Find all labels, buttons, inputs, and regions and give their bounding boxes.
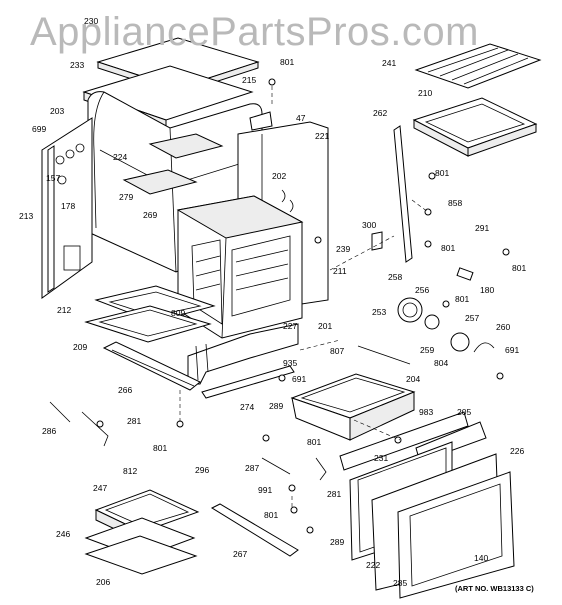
callout-226: 226 (510, 446, 525, 456)
callout-180: 180 (480, 285, 495, 295)
callout-266: 266 (118, 385, 133, 395)
callout-300: 300 (362, 220, 377, 230)
bottom-frames (84, 285, 216, 343)
callout-287: 287 (245, 463, 260, 473)
callout-231: 231 (374, 453, 389, 463)
storage-drawer (290, 373, 416, 441)
callout-203: 203 (50, 106, 65, 116)
callout-699: 699 (32, 124, 47, 134)
callout-804: 804 (434, 358, 449, 368)
callout-205: 205 (457, 407, 472, 417)
callout-289-upper: 289 (269, 401, 284, 411)
callout-215: 215 (242, 75, 257, 85)
callout-212: 212 (57, 305, 72, 315)
callout-230: 230 (84, 16, 99, 26)
callout-202: 202 (272, 171, 287, 181)
callout-227: 227 (283, 321, 298, 331)
callout-178: 178 (61, 201, 76, 211)
callout-286: 286 (42, 426, 57, 436)
callout-281-right: 281 (327, 489, 342, 499)
callout-809: 809 (171, 308, 186, 318)
watermark: AppliancePartsPros.com (30, 10, 479, 54)
callout-296: 296 (195, 465, 210, 475)
callout-801-r3: 801 (512, 263, 527, 273)
callout-691-right: 691 (505, 345, 520, 355)
callout-267: 267 (233, 549, 248, 559)
callout-291: 291 (475, 223, 490, 233)
callout-222: 222 (366, 560, 381, 570)
callout-233: 233 (70, 60, 85, 70)
callout-201: 201 (318, 321, 333, 331)
callout-246: 246 (56, 529, 71, 539)
kick-panel (102, 341, 295, 399)
callout-257: 257 (465, 313, 480, 323)
callout-221: 221 (315, 131, 330, 141)
callout-801-r2: 801 (441, 243, 456, 253)
callout-279: 279 (119, 192, 134, 202)
brackets (49, 111, 383, 481)
callout-691-left: 691 (292, 374, 307, 384)
callout-812: 812 (123, 466, 138, 476)
callout-253: 253 (372, 307, 387, 317)
callout-262: 262 (373, 108, 388, 118)
callout-260: 260 (496, 322, 511, 332)
callout-239: 239 (336, 244, 351, 254)
callout-259: 259 (420, 345, 435, 355)
trim-strip (210, 503, 299, 557)
assembly-lines (179, 86, 429, 510)
callout-807: 807 (330, 346, 345, 356)
callout-983: 983 (419, 407, 434, 417)
left-side-panel (41, 117, 93, 299)
callout-204: 204 (406, 374, 421, 384)
callout-269: 269 (143, 210, 158, 220)
callout-991: 991 (258, 485, 273, 495)
callout-274: 274 (240, 402, 255, 412)
callout-281-left: 281 (127, 416, 142, 426)
art-number: (ART NO. WB13133 C) (455, 584, 534, 593)
callout-210: 210 (418, 88, 433, 98)
callout-801-r1: 801 (435, 168, 450, 178)
broil-pan (412, 97, 538, 157)
callout-224: 224 (113, 152, 128, 162)
callout-935: 935 (283, 358, 298, 368)
broiler-pan-set (84, 489, 200, 575)
callout-801-mid: 801 (307, 437, 322, 447)
callout-258: 258 (388, 272, 403, 282)
callout-256: 256 (415, 285, 430, 295)
callout-801-r4: 801 (455, 294, 470, 304)
callout-213: 213 (19, 211, 34, 221)
controls (357, 267, 495, 365)
callout-801-left: 801 (153, 443, 168, 453)
callout-241: 241 (382, 58, 397, 68)
callout-206: 206 (96, 577, 111, 587)
oven-door (339, 411, 515, 599)
screws (96, 78, 510, 534)
callout-140: 140 (474, 553, 489, 563)
callout-209: 209 (73, 342, 88, 352)
oven-liner (176, 195, 304, 339)
callout-285: 285 (393, 578, 408, 588)
callout-247: 247 (93, 483, 108, 493)
callout-801-bottom: 801 (264, 510, 279, 520)
callout-858: 858 (448, 198, 463, 208)
callout-47: 47 (296, 113, 306, 123)
side-trim (393, 125, 413, 263)
callout-157: 157 (46, 173, 61, 183)
callout-801-top: 801 (280, 57, 295, 67)
oven-rack (414, 43, 542, 89)
callout-211: 211 (333, 266, 347, 276)
callout-289-lower: 289 (330, 537, 345, 547)
